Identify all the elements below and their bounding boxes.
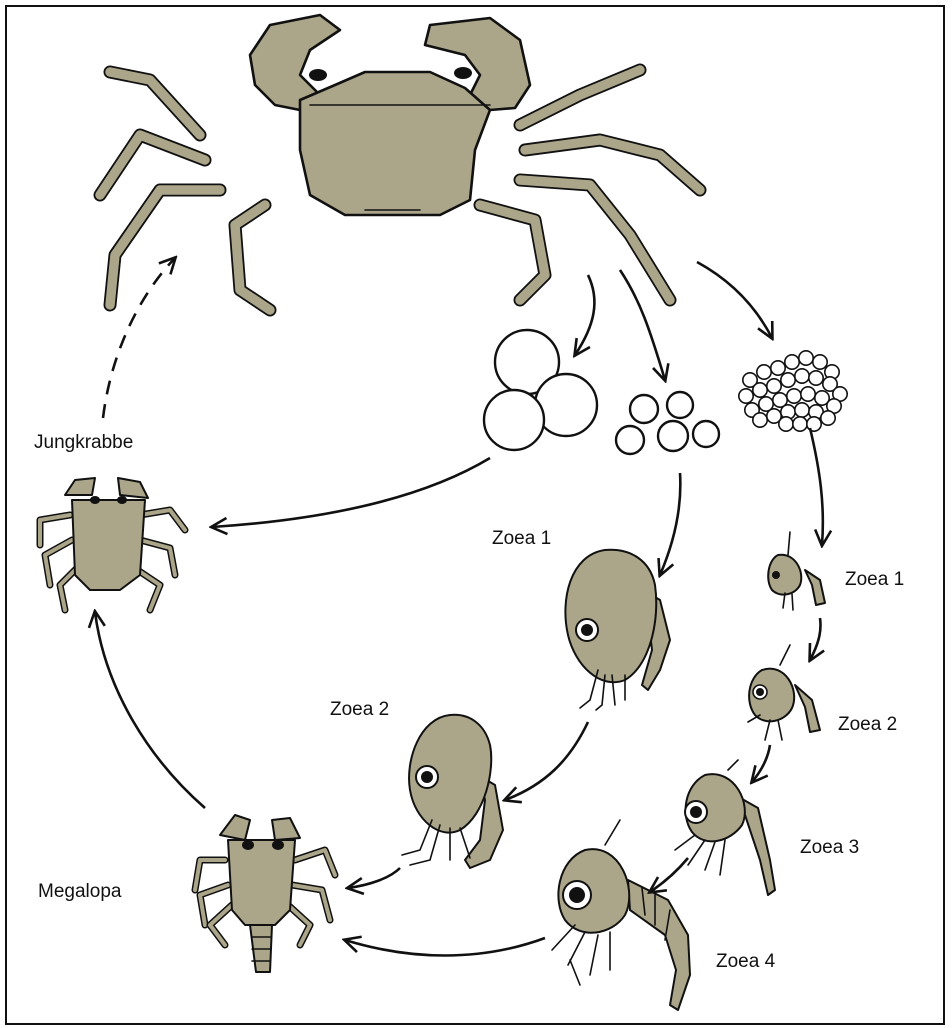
megalopa-illustration [195, 815, 335, 972]
arrow-small-eggs-to-zoea1 [810, 428, 823, 545]
small-egg [781, 373, 795, 387]
label-zoea-2-small: Zoea 2 [838, 714, 897, 735]
zoea-1-large-illustration [565, 550, 670, 710]
adult-crab-illustration [100, 15, 700, 310]
small-egg [753, 413, 767, 427]
label-megalopa: Megalopa [38, 881, 122, 902]
arrow-zoea1-large-to-zoea2-large [505, 722, 588, 800]
small-egg [757, 365, 771, 379]
arrow-megalopa-to-jungkrabbe [95, 612, 205, 808]
small-egg [795, 369, 809, 383]
arrow-zoea2-to-zoea3-small [752, 745, 770, 782]
zoea-2-large-illustration [402, 715, 503, 868]
arrow-crab-to-small-eggs [697, 262, 772, 338]
small-egg [753, 383, 767, 397]
small-egg [809, 371, 823, 385]
small-egg [821, 411, 835, 425]
arrow-zoea4-to-megalopa [345, 938, 545, 956]
label-zoea-3-small: Zoea 3 [800, 837, 859, 858]
label-zoea-4-small: Zoea 4 [716, 951, 776, 972]
zoea-4-small-illustration [552, 820, 690, 1010]
label-jungkrabbe: Jungkrabbe [34, 432, 133, 453]
young-crab-illustration [40, 478, 185, 610]
arrow-zoea1-to-zoea2-small [810, 618, 821, 660]
arrow-large-eggs-to-jungkrabbe [212, 458, 490, 527]
label-zoea-1-small: Zoea 1 [845, 569, 904, 590]
medium-eggs [616, 392, 719, 454]
small-eggs [739, 351, 847, 431]
small-egg [813, 355, 827, 369]
small-egg [767, 379, 781, 393]
zoea-3-small-illustration [675, 760, 775, 895]
small-egg [801, 387, 815, 401]
label-zoea-1-large: Zoea 1 [492, 528, 551, 549]
arrow-zoea2-large-to-megalopa [348, 868, 400, 888]
small-egg [739, 389, 753, 403]
small-egg [785, 355, 799, 369]
label-zoea-2-large: Zoea 2 [330, 699, 389, 720]
small-egg [787, 389, 801, 403]
arrow-zoea3-to-zoea4-small [650, 858, 688, 892]
small-egg [795, 403, 809, 417]
zoea-1-small-illustration [768, 532, 825, 610]
cycle-arrows [95, 258, 823, 956]
small-egg [793, 417, 807, 431]
arrow-medium-eggs-to-zoea1 [660, 473, 680, 575]
arrow-crab-to-large-eggs [575, 275, 594, 355]
small-egg [799, 351, 813, 365]
small-egg [779, 417, 793, 431]
small-egg [771, 361, 785, 375]
